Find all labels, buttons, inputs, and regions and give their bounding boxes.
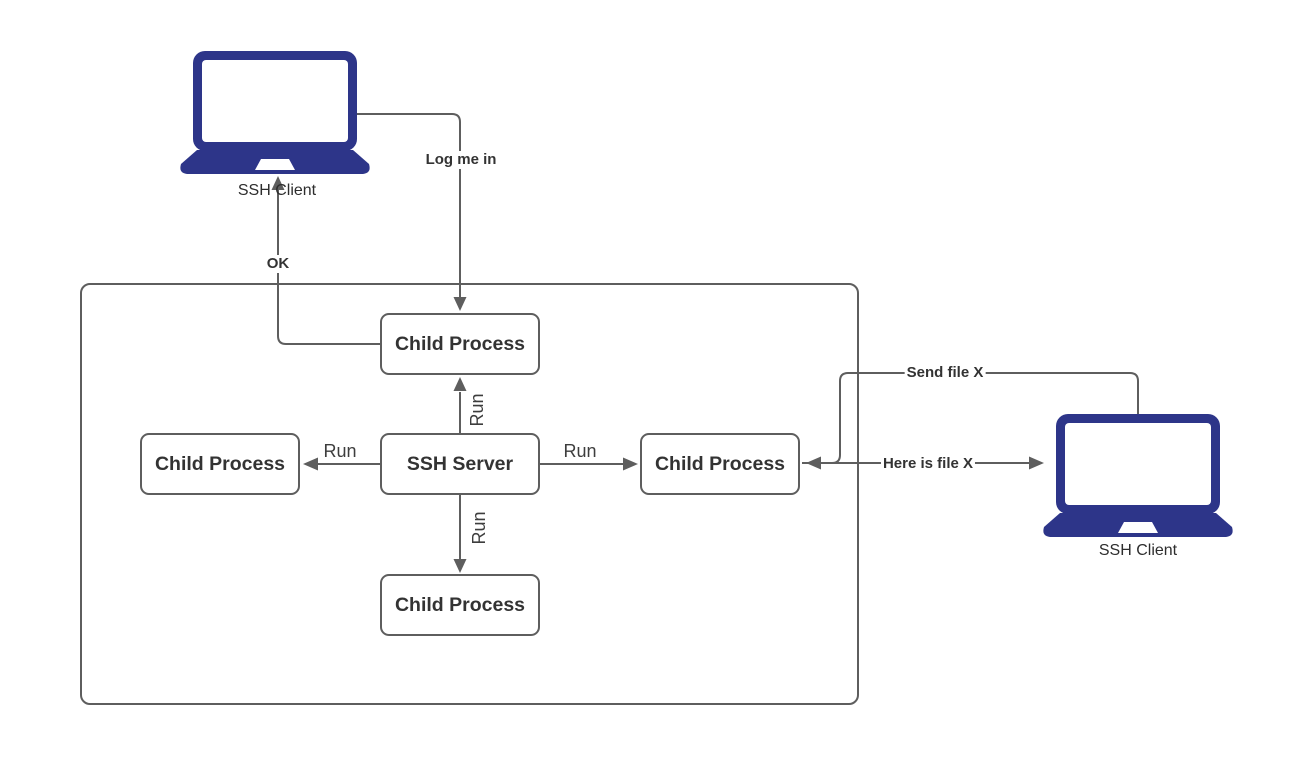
client-right-label: SSH Client [1098, 542, 1178, 559]
node-child-process-bottom: Child Process [380, 574, 540, 636]
node-child-process-bottom-label: Child Process [394, 593, 526, 616]
laptop-icon-left [180, 51, 370, 174]
node-ssh-server-label: SSH Server [406, 452, 514, 475]
node-child-process-right: Child Process [640, 433, 800, 495]
arrowhead-run-bottom [453, 559, 467, 573]
edge-log-me-in-line [357, 113, 461, 301]
arrowhead-ok [271, 176, 285, 190]
arrowhead-run-left [303, 457, 318, 471]
node-child-process-left-label: Child Process [154, 452, 286, 475]
node-child-process-left: Child Process [140, 433, 300, 495]
edge-label-run-right: Run [563, 441, 597, 462]
client-left-label: SSH Client [237, 182, 317, 199]
arrowhead-run-top [453, 377, 467, 391]
edge-label-run-top: Run [467, 393, 488, 427]
node-ssh-server: SSH Server [380, 433, 540, 495]
node-child-process-right-label: Child Process [654, 452, 786, 475]
edge-label-ok: OK [264, 255, 292, 273]
edge-send-file-line [822, 372, 1139, 464]
node-child-process-top: Child Process [380, 313, 540, 375]
edge-label-send-file: Send file X [904, 364, 986, 382]
node-child-process-top-label: Child Process [394, 332, 526, 355]
server-host-boundary [80, 283, 859, 705]
arrowhead-log-me-in [453, 297, 467, 311]
edge-label-here-is-file: Here is file X [880, 455, 976, 473]
edge-label-run-left: Run [323, 441, 357, 462]
edge-ok-line [277, 190, 380, 345]
edge-label-log-me-in: Log me in [423, 151, 499, 169]
arrowhead-send-file [806, 456, 821, 470]
arrowhead-run-right [623, 457, 638, 471]
arrowhead-here-is-file [1029, 456, 1044, 470]
edge-label-run-bottom: Run [469, 511, 490, 545]
laptop-icon-right [1043, 414, 1233, 537]
